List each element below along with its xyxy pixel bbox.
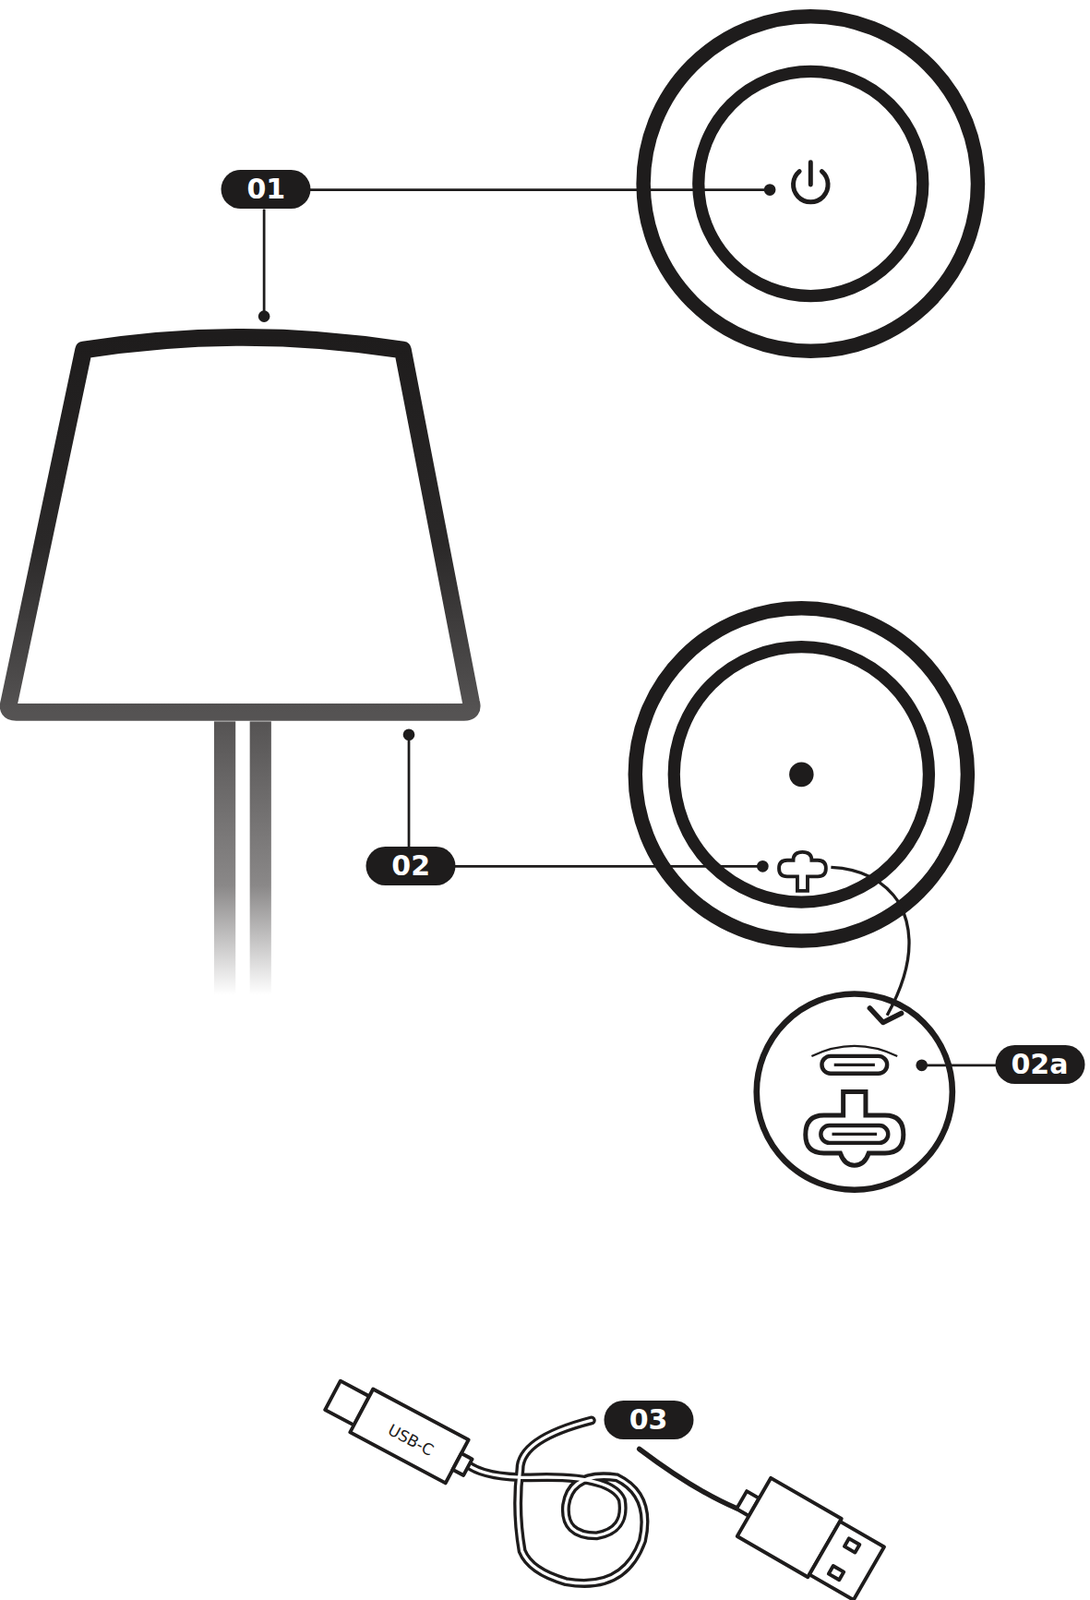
top-view bbox=[643, 16, 978, 352]
lamp-shade bbox=[8, 336, 472, 712]
callout-number: 03 bbox=[603, 1400, 694, 1439]
callout-number: 02 bbox=[366, 846, 456, 886]
leader-line bbox=[404, 730, 767, 872]
usb-a-plug bbox=[724, 1470, 886, 1600]
leader-line bbox=[917, 1060, 1005, 1070]
callout-number: 01 bbox=[221, 169, 312, 209]
callout-number: 02a bbox=[994, 1044, 1085, 1084]
usb-cable bbox=[464, 1419, 737, 1582]
lamp-stem bbox=[250, 720, 272, 995]
bottom-view bbox=[634, 608, 968, 941]
usb-c-port-detail bbox=[756, 993, 953, 1189]
lamp-stem bbox=[214, 720, 236, 995]
detail-arrow bbox=[830, 866, 910, 1022]
usb-c-plug bbox=[321, 1373, 480, 1489]
